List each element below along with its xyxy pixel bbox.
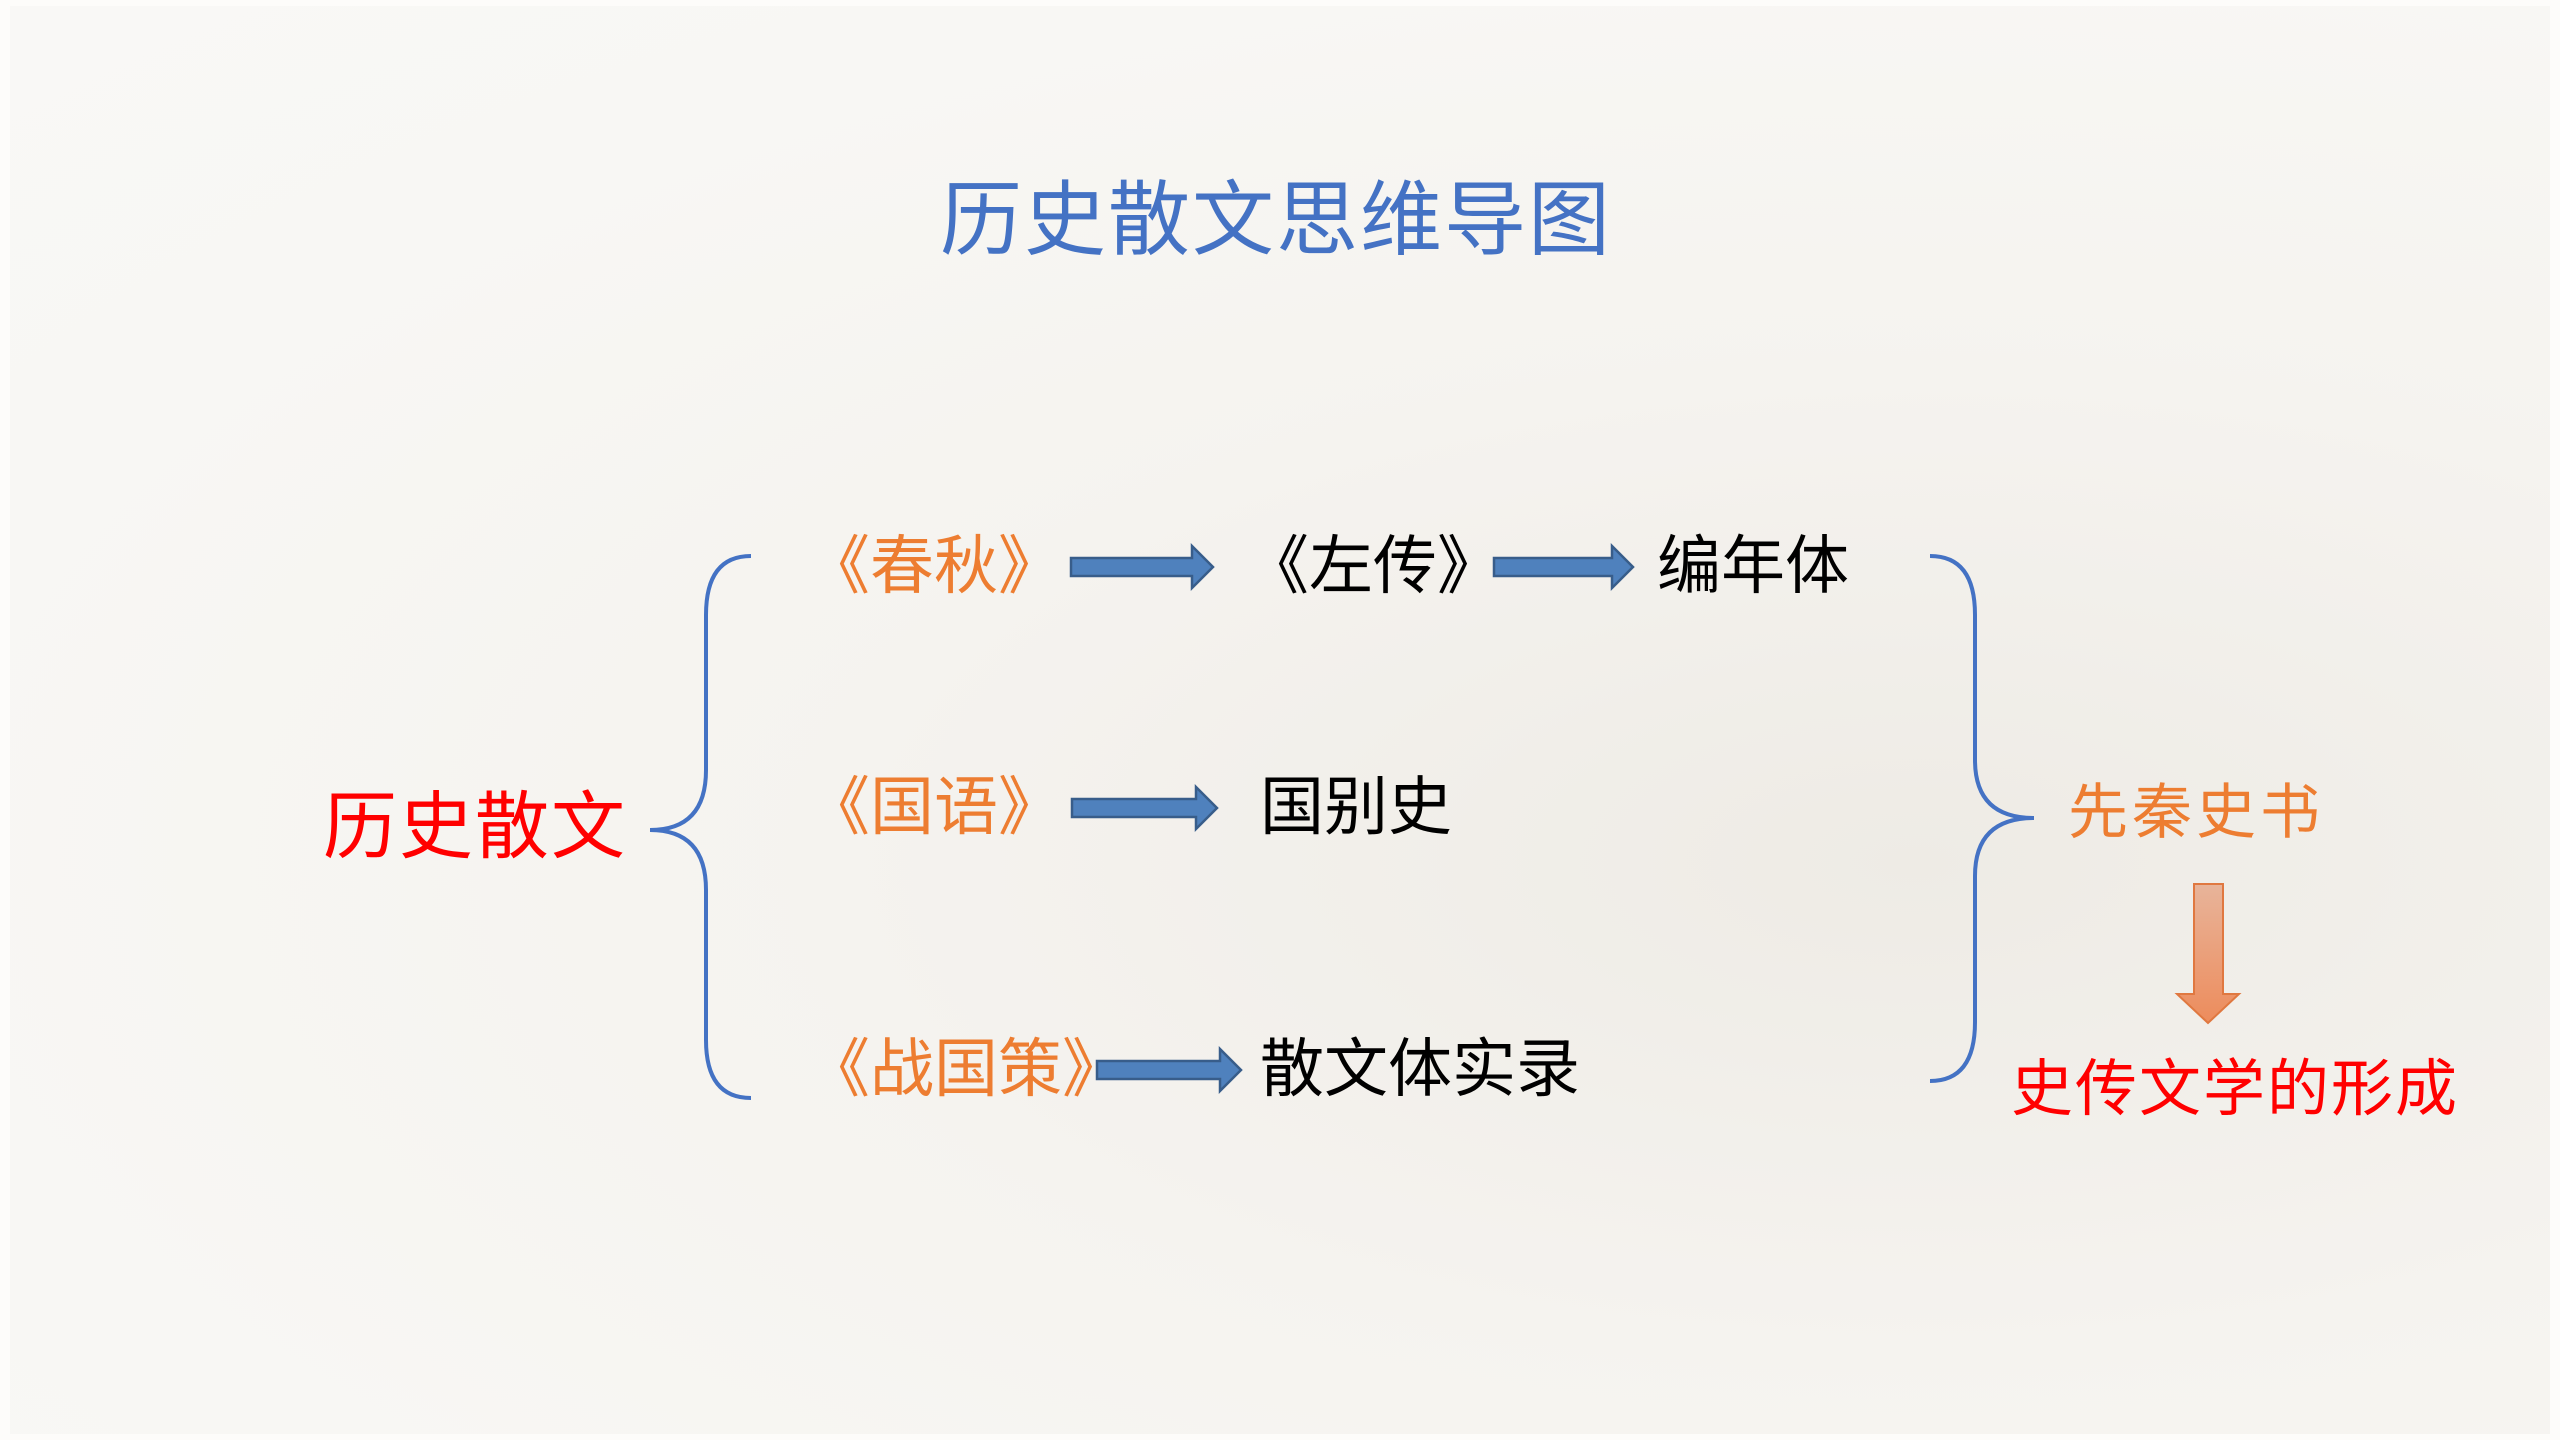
book-chunqiu: 《春秋》 [806, 530, 1062, 604]
book-guoyu: 《国语》 [806, 771, 1062, 845]
arrow-right-icon [1095, 1045, 1243, 1095]
right-brace [1929, 554, 2035, 1083]
result-sanwenti-shilu: 散文体实录 [1260, 1033, 1580, 1107]
arrow-right-icon [1070, 783, 1219, 833]
root-node: 历史散文 [323, 784, 627, 870]
arrow-right-icon [1492, 542, 1635, 592]
slide-background [10, 6, 2550, 1434]
arrow-right-icon [1069, 542, 1215, 592]
left-brace [649, 554, 752, 1100]
conclusion-node: 先秦史书 [2068, 778, 2324, 848]
result-biannianti: 编年体 [1657, 530, 1849, 604]
result-guobieshi: 国别史 [1260, 771, 1452, 845]
book-zuozhuan: 《左传》 [1245, 530, 1501, 604]
final-node: 史传文学的形成 [2011, 1052, 2460, 1125]
arrow-down-icon [2174, 883, 2242, 1025]
book-zhanguoce: 《战国策》 [806, 1033, 1126, 1107]
page-title: 历史散文思维导图 [940, 173, 1613, 268]
